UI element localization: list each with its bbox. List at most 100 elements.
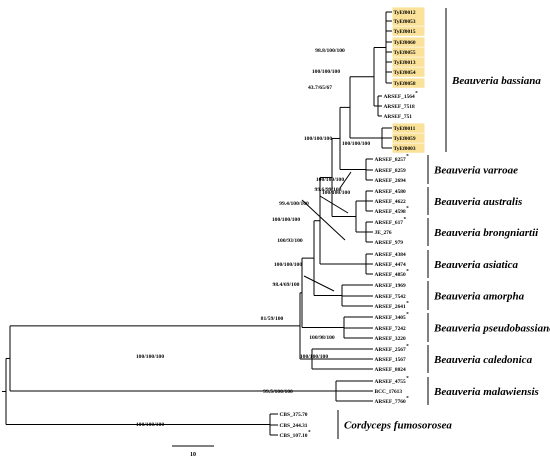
highlight-box xyxy=(392,133,425,143)
support-value: 100/100/100 xyxy=(342,141,370,147)
taxon-label: TyEf0059 xyxy=(394,136,416,142)
clade-name: Beauveria brongniartii xyxy=(433,227,539,239)
taxon-label: TyEf0058 xyxy=(394,81,416,87)
taxon-labels: TyEf0012TyEf0053TyEf0015TyEf0060TyEf0055… xyxy=(280,10,419,439)
highlight-box xyxy=(392,78,425,88)
taxon-label: BCC_17613 xyxy=(375,389,403,395)
type-strain-star: * xyxy=(308,430,311,436)
taxon-label: ARSEF_4622 xyxy=(375,199,406,205)
support-value: 100/100/100 xyxy=(136,422,164,428)
taxon-label: CBS_107.10 xyxy=(280,433,308,439)
taxon-label: ARSEF_8259 xyxy=(375,168,406,174)
taxon-label: ARSEF_4384 xyxy=(375,252,406,258)
support-value: 100/93/100 xyxy=(277,238,303,244)
taxon-label: ARSEF_2641 xyxy=(375,304,406,310)
support-value: 100/100/100 xyxy=(312,69,340,75)
support-value: 100/100/100 xyxy=(272,217,300,223)
taxon-label: ARSEF_1564 xyxy=(384,94,415,100)
clade-name: Beauveria asiatica xyxy=(433,259,519,271)
highlight-box xyxy=(392,123,425,133)
highlight-box xyxy=(392,26,425,36)
taxon-label: TyEf0060 xyxy=(394,40,416,46)
clade-name: Beauveria bassiana xyxy=(451,75,541,87)
highlight-box xyxy=(392,47,425,57)
taxon-label: ARSEF_2567 xyxy=(375,347,406,353)
taxon-label: ARSEF_3220 xyxy=(375,336,406,342)
tree-branches xyxy=(2,11,392,436)
highlight-box xyxy=(392,143,425,153)
support-value: 99.5/100/100 xyxy=(263,389,293,395)
support-value: 43.7/65/67 xyxy=(308,85,332,91)
type-strain-star: * xyxy=(406,396,409,402)
taxon-label: TyEf0011 xyxy=(394,126,416,132)
highlight-boxes xyxy=(392,7,425,153)
support-arrow xyxy=(339,171,352,189)
type-strain-star: * xyxy=(406,301,409,307)
support-arrow xyxy=(303,275,335,292)
support-value: 100/100/100 xyxy=(304,136,332,142)
taxon-label: ARSEF_979 xyxy=(375,240,404,246)
taxon-label: ARSEF_751 xyxy=(384,114,413,120)
type-strain-star: * xyxy=(406,344,409,350)
taxon-label: TyEf0015 xyxy=(394,29,416,35)
taxon-label: ARSEF_4474 xyxy=(375,262,406,268)
highlight-box xyxy=(392,7,425,17)
taxon-label: ARSEF_7518 xyxy=(384,104,415,110)
clade-name: Beauveria australis xyxy=(433,196,522,208)
taxon-label: ARSEF_4580 xyxy=(375,189,406,195)
taxon-label: ARSEF_2694 xyxy=(375,178,406,184)
type-strain-star: * xyxy=(415,91,418,97)
type-strain-star: * xyxy=(406,154,409,160)
clade-name: Beauveria caledonica xyxy=(433,354,533,366)
scale-bar-label: 10 xyxy=(190,452,196,458)
support-value: 100/100/100 xyxy=(274,262,302,268)
highlight-box xyxy=(392,57,425,67)
taxon-label: ARSEF_7760 xyxy=(375,399,406,405)
taxon-label: JE_276 xyxy=(375,230,392,236)
taxon-label: ARSEF_4850 xyxy=(375,272,406,278)
highlight-box xyxy=(392,37,425,47)
clade-name: Beauveria pseudobassiana xyxy=(433,323,550,335)
taxon-label: TyEf0013 xyxy=(394,60,416,66)
support-value: 98.8/100/100 xyxy=(315,48,345,54)
taxon-label: ARSEF_1567 xyxy=(375,357,406,363)
support-values: 98.8/100/100 100/100/100 43.7/65/67 100/100… xyxy=(136,48,370,428)
type-strain-star: * xyxy=(406,312,409,318)
type-strain-star: * xyxy=(403,217,406,223)
type-strain-star: * xyxy=(406,269,409,275)
taxon-label: TyEf0003 xyxy=(394,146,416,152)
taxon-label: ARSEF_617 xyxy=(375,220,404,226)
taxon-label: ARSEF_7542 xyxy=(375,294,406,300)
taxon-label: ARSEF_8257 xyxy=(375,157,406,163)
clade-name: Beauveria malawiensis xyxy=(433,386,539,398)
taxon-label: TyEf0055 xyxy=(394,50,416,56)
taxon-label: ARSEF_1969 xyxy=(375,283,406,289)
highlight-box xyxy=(392,67,425,77)
taxon-label: ARSEF_8024 xyxy=(375,367,406,373)
scale-bar: 10 xyxy=(172,445,214,458)
taxon-label: CBS_244.31 xyxy=(280,423,308,429)
support-value: 100/100/100 xyxy=(300,354,328,360)
support-value: 100/98/100 xyxy=(309,335,335,341)
type-strain-star: * xyxy=(406,206,409,212)
taxon-label: TyEf0053 xyxy=(394,19,416,25)
support-arrow xyxy=(319,195,349,214)
support-value: 100/100/100 xyxy=(316,177,344,183)
taxon-label: ARSEF_4598 xyxy=(375,209,406,215)
support-value: 81/59/100 xyxy=(261,316,284,322)
support-value: 100/100/100 xyxy=(322,190,350,196)
taxon-label: CBS_375.70 xyxy=(280,412,308,418)
taxon-label: ARSEF_3405 xyxy=(375,315,406,321)
taxon-label: TyEf0012 xyxy=(394,10,416,16)
highlight-box xyxy=(392,16,425,26)
taxon-label: ARSEF_4755 xyxy=(375,379,406,385)
clade-name: Beauveria amorpha xyxy=(433,291,525,303)
type-strain-star: * xyxy=(406,376,409,382)
support-value: 99.6/99/100 xyxy=(315,187,342,193)
taxon-label: TyEf0054 xyxy=(394,70,416,76)
support-value: 99.4/100/100 xyxy=(279,201,309,207)
taxon-label: ARSEF_7242 xyxy=(375,326,406,332)
clade-name: Cordyceps fumosorosea xyxy=(344,420,452,432)
